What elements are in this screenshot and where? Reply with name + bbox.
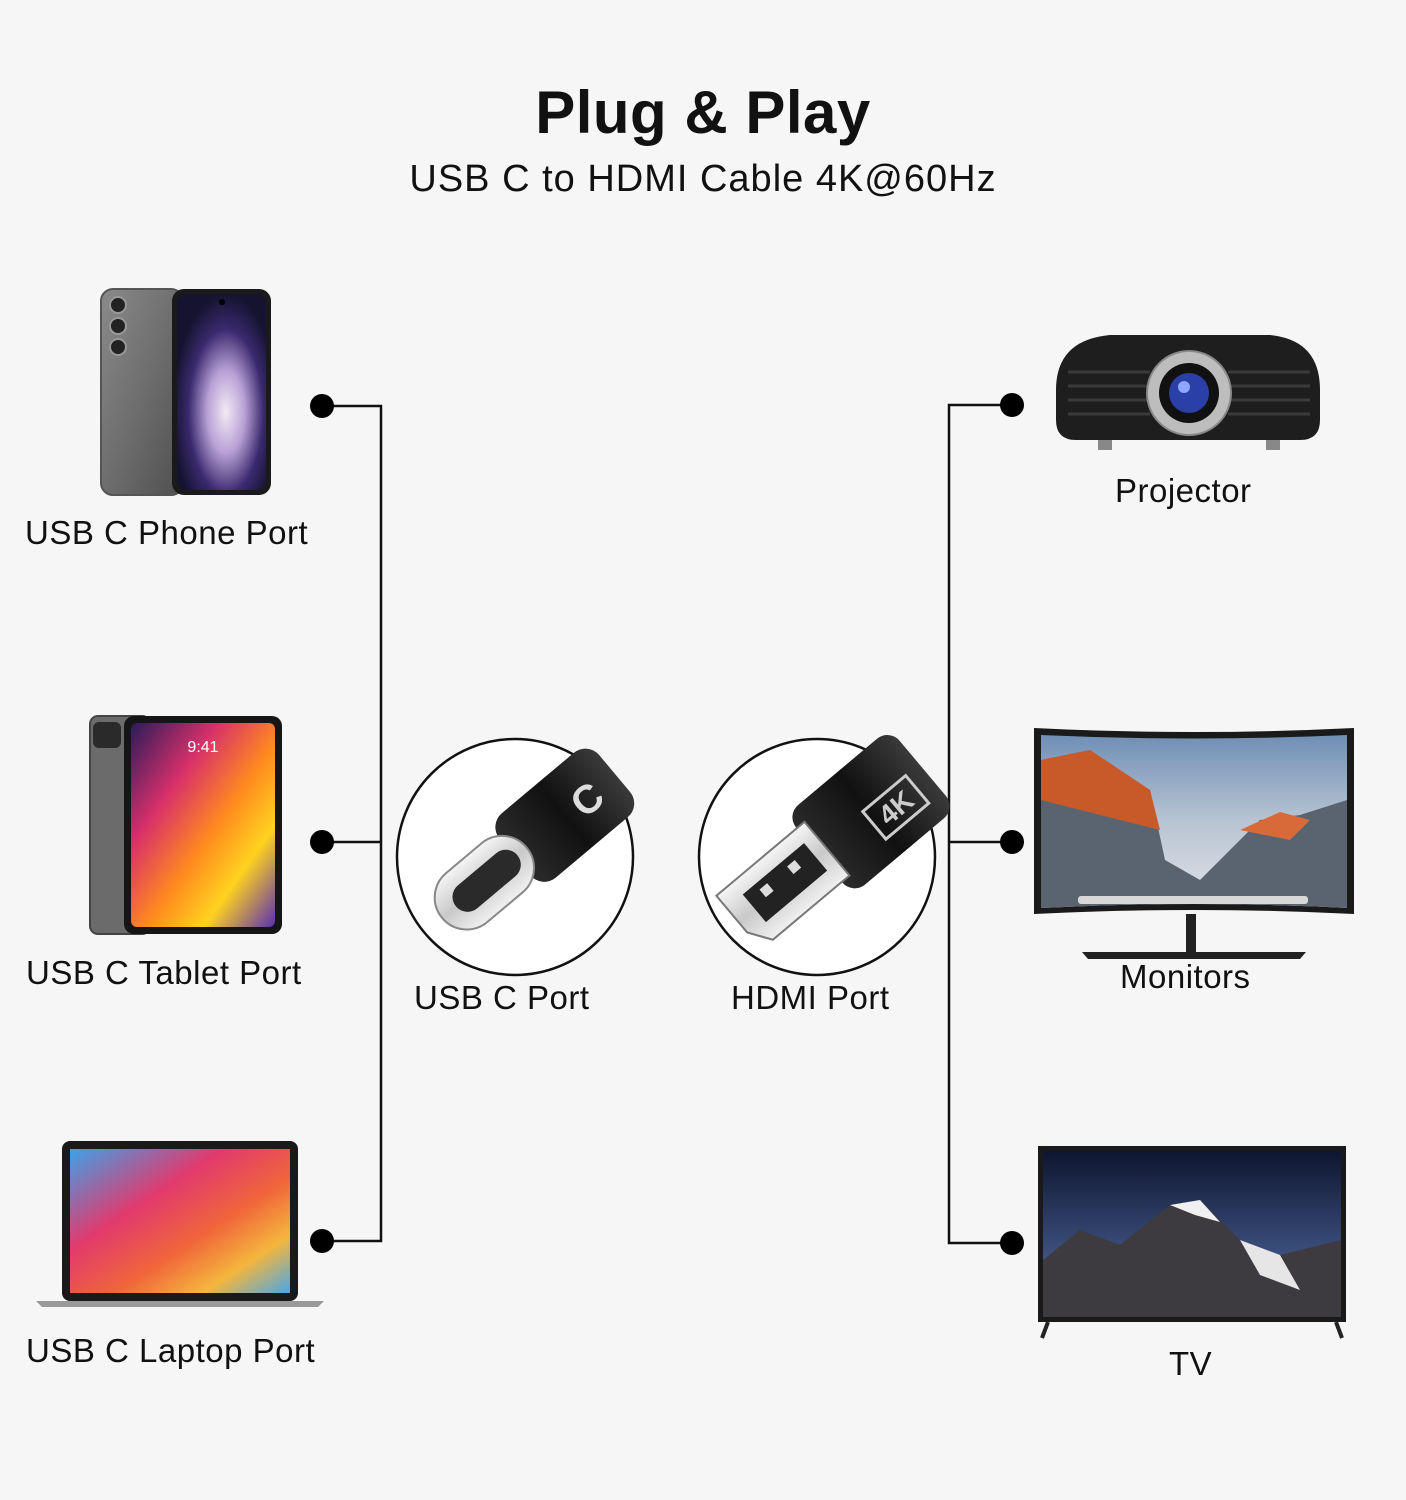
tablet-connector-dot <box>310 830 334 854</box>
left-bracket-line <box>322 404 383 1243</box>
projector-label: Projector <box>1115 472 1252 509</box>
tv-icon <box>1038 1146 1346 1339</box>
usbc-connector-illustration: C <box>395 737 635 977</box>
tv-connector-dot <box>1000 1231 1024 1255</box>
smartphone-icon <box>100 288 271 496</box>
projector-connector-dot <box>1000 393 1024 417</box>
monitor-icon <box>1034 728 1354 959</box>
hdmi-connector-illustration: 4K <box>697 735 950 977</box>
monitor-connector-dot <box>1000 830 1024 854</box>
phone-connector-dot <box>310 394 334 418</box>
hdmi-port-label: HDMI Port <box>731 979 890 1016</box>
laptop-port-label: USB C Laptop Port <box>26 1332 316 1369</box>
svg-text:9:41: 9:41 <box>187 739 218 756</box>
tv-label: TV <box>1169 1345 1213 1382</box>
monitors-label: Monitors <box>1120 958 1251 995</box>
page-subtitle: USB C to HDMI Cable 4K@60Hz <box>409 158 997 200</box>
tablet-icon: 9:41 <box>89 715 282 935</box>
page-title: Plug & Play <box>535 79 871 146</box>
phone-port-label: USB C Phone Port <box>25 514 309 551</box>
projector-icon <box>1056 335 1320 450</box>
tablet-port-label: USB C Tablet Port <box>26 954 302 991</box>
laptop-icon <box>36 1141 324 1307</box>
laptop-connector-dot <box>310 1229 334 1253</box>
usbc-port-label: USB C Port <box>414 979 590 1016</box>
right-bracket-line <box>947 403 1012 1245</box>
